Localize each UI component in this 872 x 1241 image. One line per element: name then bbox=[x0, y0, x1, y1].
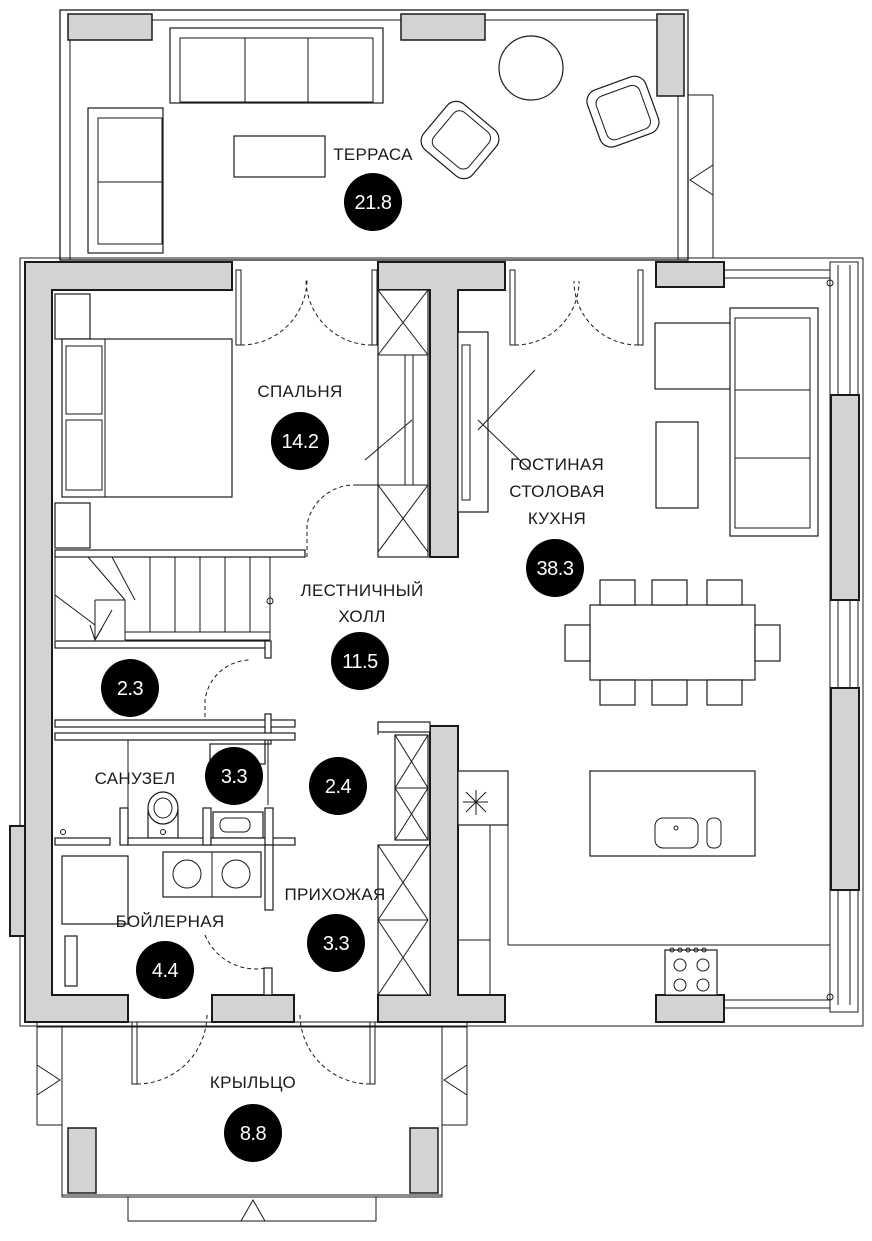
bedroom-furniture bbox=[54, 269, 429, 558]
bedroom-label: СПАЛЬНЯ bbox=[257, 382, 342, 401]
porch-post bbox=[67, 1127, 97, 1194]
stair-hall-area-badge: 11.5 bbox=[331, 632, 389, 690]
svg-text:2.4: 2.4 bbox=[325, 776, 352, 798]
living-label-line3: КУХНЯ bbox=[528, 509, 586, 528]
living-area-badge: 38.3 bbox=[526, 539, 584, 597]
bathroom-label: САНУЗЕЛ bbox=[95, 769, 176, 788]
coffee-table-living bbox=[655, 421, 699, 509]
svg-text:21.8: 21.8 bbox=[355, 192, 392, 214]
porch-area-badge: 8.8 bbox=[224, 1104, 282, 1162]
porch-area bbox=[36, 1013, 468, 1222]
boiler-area-badge: 4.4 bbox=[136, 941, 194, 999]
living-label-line1: ГОСТИНАЯ bbox=[510, 455, 604, 474]
bedroom-area-badge: 14.2 bbox=[271, 412, 329, 470]
tv-stand bbox=[457, 331, 489, 513]
tv bbox=[461, 344, 471, 501]
svg-text:2.3: 2.3 bbox=[117, 678, 144, 700]
bathroom-area-badge: 3.3 bbox=[205, 747, 263, 805]
terrace-post bbox=[67, 13, 153, 41]
entry-wardrobe bbox=[377, 844, 431, 996]
storage-area-badge: 2.3 bbox=[101, 659, 159, 717]
terrace-post bbox=[656, 13, 685, 97]
stair-hall-label-line1: ЛЕСТНИЧНЫЙ bbox=[301, 581, 424, 600]
round-table bbox=[498, 35, 564, 101]
nightstand bbox=[54, 293, 91, 340]
terrace-area-badge: 21.8 bbox=[344, 173, 402, 231]
terrace-post bbox=[400, 13, 486, 41]
svg-text:11.5: 11.5 bbox=[342, 651, 378, 673]
svg-text:14.2: 14.2 bbox=[282, 431, 319, 453]
living-furniture bbox=[457, 269, 830, 996]
terrace-label: ТЕРРАСА bbox=[333, 145, 413, 164]
kitchen-island bbox=[589, 770, 756, 857]
bed bbox=[61, 338, 233, 498]
corner-sofa bbox=[654, 307, 819, 537]
washer-dryer bbox=[162, 851, 262, 898]
closet-area-badge: 2.4 bbox=[309, 757, 367, 815]
armchair bbox=[586, 75, 660, 148]
exterior-outline bbox=[19, 257, 864, 1027]
room-labels: ТЕРРАСА СПАЛЬНЯ ГОСТИНАЯ СТОЛОВАЯ КУХНЯ … bbox=[95, 145, 605, 1092]
svg-text:38.3: 38.3 bbox=[537, 558, 574, 580]
svg-text:8.8: 8.8 bbox=[240, 1123, 267, 1145]
hallway-area-badge: 3.3 bbox=[307, 914, 365, 972]
boiler-unit bbox=[61, 855, 129, 925]
washbasin bbox=[212, 811, 264, 839]
dining-set bbox=[564, 579, 781, 706]
porch-post bbox=[409, 1127, 439, 1194]
boiler-label: БОЙЛЕРНАЯ bbox=[116, 912, 225, 931]
area-badges: 21.8 14.2 38.3 11.5 2.3 3.3 2.4 3.3 bbox=[101, 173, 584, 1162]
nightstand bbox=[54, 502, 91, 549]
living-label-line2: СТОЛОВАЯ bbox=[509, 482, 605, 501]
stair-hall-label-line2: ХОЛЛ bbox=[338, 607, 385, 626]
cooktop bbox=[664, 947, 718, 996]
hallway-label: ПРИХОЖАЯ bbox=[284, 885, 385, 904]
svg-text:3.3: 3.3 bbox=[323, 933, 350, 955]
outdoor-sofa bbox=[169, 27, 384, 104]
toilet bbox=[147, 791, 179, 839]
kitchen-counter bbox=[457, 770, 830, 995]
boiler-room bbox=[61, 844, 274, 996]
outdoor-sofa-side bbox=[87, 107, 164, 254]
porch-label: КРЫЛЬЦО bbox=[210, 1073, 296, 1092]
svg-text:4.4: 4.4 bbox=[152, 960, 179, 982]
wardrobe bbox=[377, 289, 429, 558]
svg-text:3.3: 3.3 bbox=[221, 766, 248, 788]
terrace-area bbox=[59, 9, 714, 261]
coffee-table bbox=[233, 135, 326, 178]
armchair bbox=[420, 100, 500, 180]
staircase bbox=[54, 556, 274, 659]
